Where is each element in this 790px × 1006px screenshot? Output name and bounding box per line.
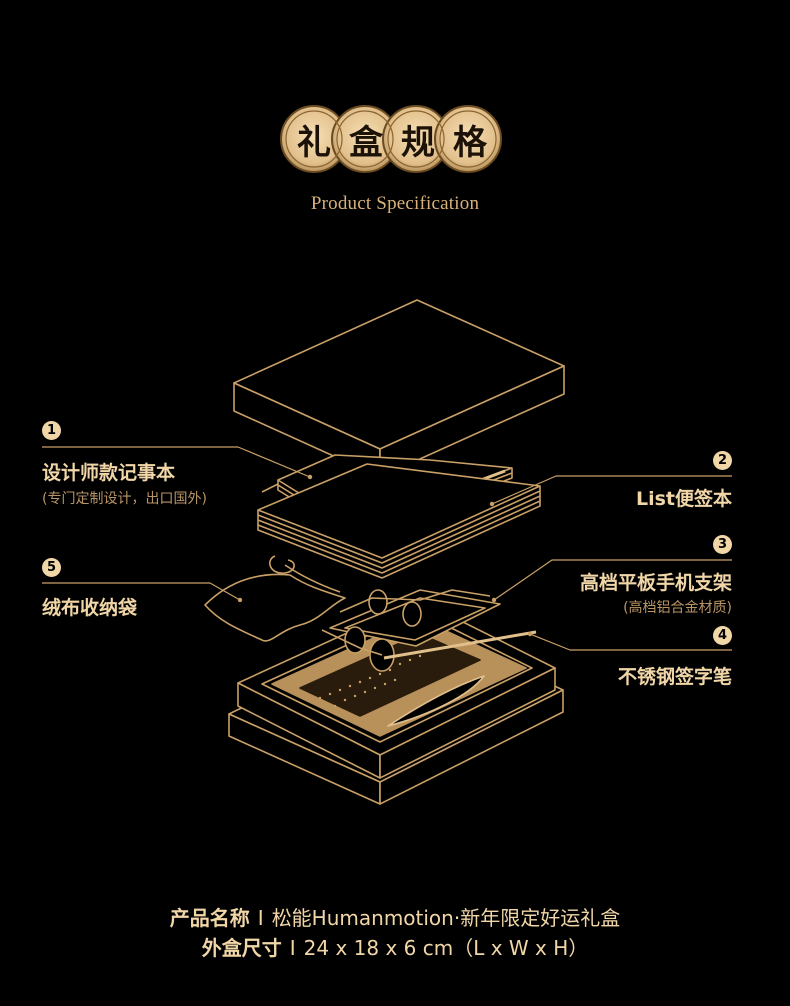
box-size-line: 外盒尺寸 I 24 x 18 x 6 cm（L x W x H） [0, 932, 790, 961]
memo-pad [257, 463, 541, 579]
title-badge: 礼 盒 规 格 [280, 103, 504, 175]
title-char: 盒 [349, 122, 383, 163]
signature-pen [383, 630, 537, 660]
box-size-key: 外盒尺寸 [201, 936, 282, 960]
title-char: 礼 [297, 122, 331, 163]
title-char: 规 [401, 122, 435, 163]
separator: I [257, 906, 264, 930]
callout-4-number: 4 [713, 626, 732, 645]
tray-texture [318, 654, 422, 708]
box-lid [233, 299, 565, 478]
product-name-value: 松能Humanmotion·新年限定好运礼盒 [271, 906, 621, 930]
title-char: 格 [453, 122, 487, 163]
callout-5-label: 绒布收纳袋 [42, 597, 138, 619]
callout-1-label: 设计师款记事本 [42, 462, 176, 484]
callout-1-note: (专门定制设计，出口国外) [42, 491, 207, 507]
product-name-key: 产品名称 [169, 906, 250, 930]
box-size-value: 24 x 18 x 6 cm（L x W x H） [303, 936, 589, 960]
callout-5-number: 5 [42, 558, 61, 577]
title-text: 礼 盒 规 格 [280, 103, 504, 175]
product-name-line: 产品名称 I 松能Humanmotion·新年限定好运礼盒 [0, 902, 790, 931]
separator: I [289, 936, 296, 960]
callout-4-label: 不锈钢签字笔 [617, 666, 732, 688]
callout-1-number: 1 [42, 421, 61, 440]
subtitle: Product Specification [310, 193, 480, 214]
callout-3-label: 高档平板手机支架 [579, 572, 732, 594]
leader-lines [42, 446, 732, 651]
callout-3-note: (高档铝合金材质) [623, 600, 732, 616]
callout-2-number: 2 [713, 451, 732, 470]
tablet-stand [321, 589, 501, 672]
box-base [228, 599, 564, 805]
callout-2-label: List便签本 [635, 488, 732, 510]
velvet-pouch [204, 555, 346, 642]
title-badge-frame [280, 105, 502, 173]
callout-3-number: 3 [713, 535, 732, 554]
